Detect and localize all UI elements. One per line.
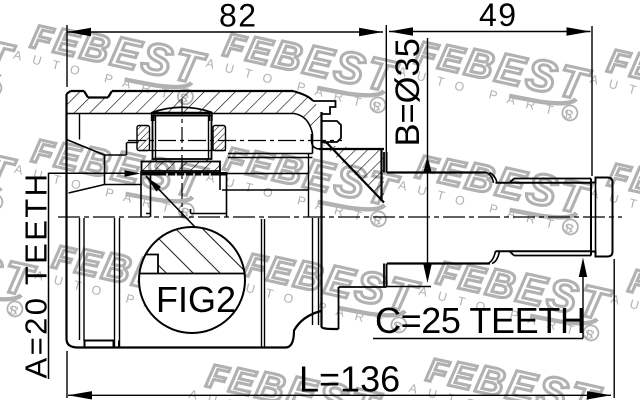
svg-text:L=136: L=136 [299,358,400,399]
svg-text:49: 49 [479,0,518,33]
svg-text:82: 82 [219,0,258,34]
svg-text:FIG2: FIG2 [156,279,236,320]
svg-text:C=25 TEETH: C=25 TEETH [375,300,585,341]
svg-text:A=20 TEETH: A=20 TEETH [19,172,54,379]
svg-text:B=Ø35: B=Ø35 [389,38,427,146]
